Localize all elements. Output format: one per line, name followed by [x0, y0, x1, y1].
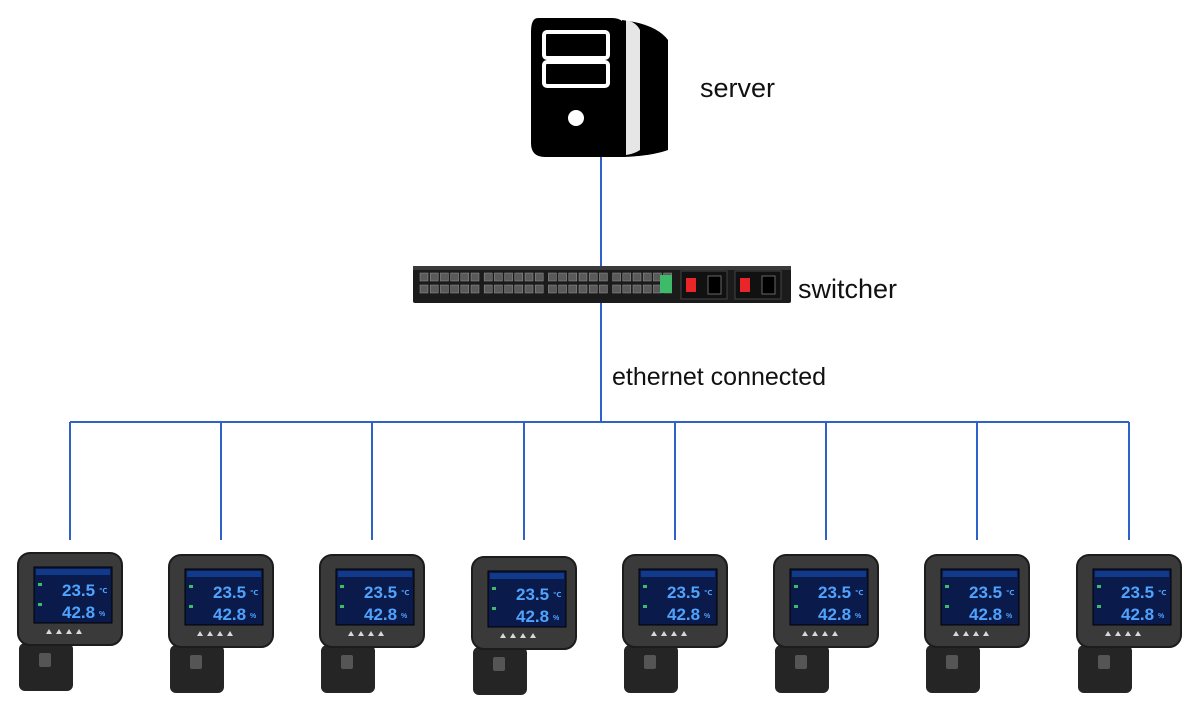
- temperature-humidity-sensor-icon: 23.5 ℃ 42.8%: [924, 554, 1030, 693]
- temperature-humidity-sensor-icon: 23.5 ℃ 42.8%: [319, 554, 425, 693]
- temperature-humidity-sensor-icon: 23.5 ℃ 42.8%: [773, 554, 879, 693]
- sensor-button: [812, 631, 818, 636]
- sensor-screen: [940, 568, 1020, 626]
- temperature-humidity-sensor-icon: 23.5 ℃ 42.8%: [1076, 554, 1182, 693]
- sensor-devices: 23.5 ℃ 42.8% 23.5 ℃ 42.8% 23.5 ℃ 42.8% 23.5 ℃ 42.8%…: [17, 552, 1182, 695]
- ethernet-label: ethernet connected: [612, 363, 827, 391]
- humidity-unit: %: [99, 611, 106, 618]
- sensor-button: [530, 633, 536, 638]
- temperature-reading: 23.5: [516, 585, 549, 604]
- temperature-reading: 23.5: [1121, 583, 1154, 602]
- temperature-unit: ℃: [855, 589, 863, 597]
- sensor-screen: [1092, 568, 1172, 626]
- server-tower-icon: [531, 18, 668, 157]
- sensor-button: [1125, 631, 1131, 636]
- temperature-humidity-sensor-icon: 23.5 ℃ 42.8%: [622, 554, 728, 693]
- temperature-humidity-sensor-icon: 23.5 ℃ 42.8%: [17, 552, 123, 691]
- humidity-reading: 42.8: [1121, 605, 1154, 624]
- device-drop-lines: [69, 422, 1130, 540]
- humidity-unit: %: [250, 613, 257, 620]
- sensor-button: [358, 631, 364, 636]
- humidity-unit: %: [704, 613, 711, 620]
- server-label: server: [700, 73, 776, 103]
- temperature-reading: 23.5: [213, 583, 246, 602]
- sensor-button: [1135, 631, 1141, 636]
- humidity-reading: 42.8: [667, 605, 700, 624]
- sensor-screen: [487, 570, 567, 628]
- sensor-button: [378, 631, 384, 636]
- sensor-button: [1115, 631, 1121, 636]
- humidity-reading: 42.8: [364, 605, 397, 624]
- humidity-reading: 42.8: [213, 605, 246, 624]
- sensor-screen: [638, 568, 718, 626]
- sensor-button: [973, 631, 979, 636]
- humidity-reading: 42.8: [516, 607, 549, 626]
- humidity-unit: %: [401, 613, 408, 620]
- sensor-button: [500, 633, 506, 638]
- sensor-button: [802, 631, 808, 636]
- power-switch-1: [686, 278, 696, 292]
- sensor-screen: [184, 568, 264, 626]
- sensor-button: [66, 629, 72, 634]
- sensor-button: [983, 631, 989, 636]
- sensor-screen: [335, 568, 415, 626]
- sensor-button: [661, 631, 667, 636]
- power-switch-2: [740, 278, 750, 292]
- sensor-button: [963, 631, 969, 636]
- humidity-unit: %: [553, 615, 560, 622]
- humidity-reading: 42.8: [969, 605, 1002, 624]
- temperature-unit: ℃: [704, 589, 712, 597]
- temperature-humidity-sensor-icon: 23.5 ℃ 42.8%: [168, 554, 274, 693]
- temperature-unit: ℃: [1158, 589, 1166, 597]
- sensor-button: [217, 631, 223, 636]
- sensor-button: [832, 631, 838, 636]
- network-switch-icon: [413, 266, 791, 303]
- temperature-humidity-sensor-icon: 23.5 ℃ 42.8%: [471, 556, 577, 695]
- sensor-button: [368, 631, 374, 636]
- sensor-button: [76, 629, 82, 634]
- temperature-unit: ℃: [250, 589, 258, 597]
- sensor-button: [348, 631, 354, 636]
- sensor-button: [822, 631, 828, 636]
- sensor-screen: [33, 566, 113, 624]
- temperature-reading: 23.5: [969, 583, 1002, 602]
- humidity-unit: %: [1006, 613, 1013, 620]
- sensor-button: [671, 631, 677, 636]
- temperature-reading: 23.5: [667, 583, 700, 602]
- humidity-unit: %: [1158, 613, 1165, 620]
- temperature-reading: 23.5: [818, 583, 851, 602]
- switch-label: switcher: [798, 274, 898, 304]
- sensor-button: [207, 631, 213, 636]
- connection-lines: [69, 155, 1130, 540]
- temperature-reading: 23.5: [364, 583, 397, 602]
- sensor-button: [46, 629, 52, 634]
- temperature-unit: ℃: [99, 587, 107, 595]
- sensor-button: [651, 631, 657, 636]
- sensor-button: [227, 631, 233, 636]
- humidity-reading: 42.8: [62, 603, 95, 622]
- sensor-button: [520, 633, 526, 638]
- sensor-button: [681, 631, 687, 636]
- sensor-button: [953, 631, 959, 636]
- sensor-button: [510, 633, 516, 638]
- humidity-unit: %: [855, 613, 862, 620]
- humidity-reading: 42.8: [818, 605, 851, 624]
- temperature-unit: ℃: [1006, 589, 1014, 597]
- sensor-button: [197, 631, 203, 636]
- sensor-screen: [789, 568, 869, 626]
- temperature-reading: 23.5: [62, 581, 95, 600]
- sensor-button: [56, 629, 62, 634]
- sensor-button: [1105, 631, 1111, 636]
- temperature-unit: ℃: [553, 591, 561, 599]
- temperature-unit: ℃: [401, 589, 409, 597]
